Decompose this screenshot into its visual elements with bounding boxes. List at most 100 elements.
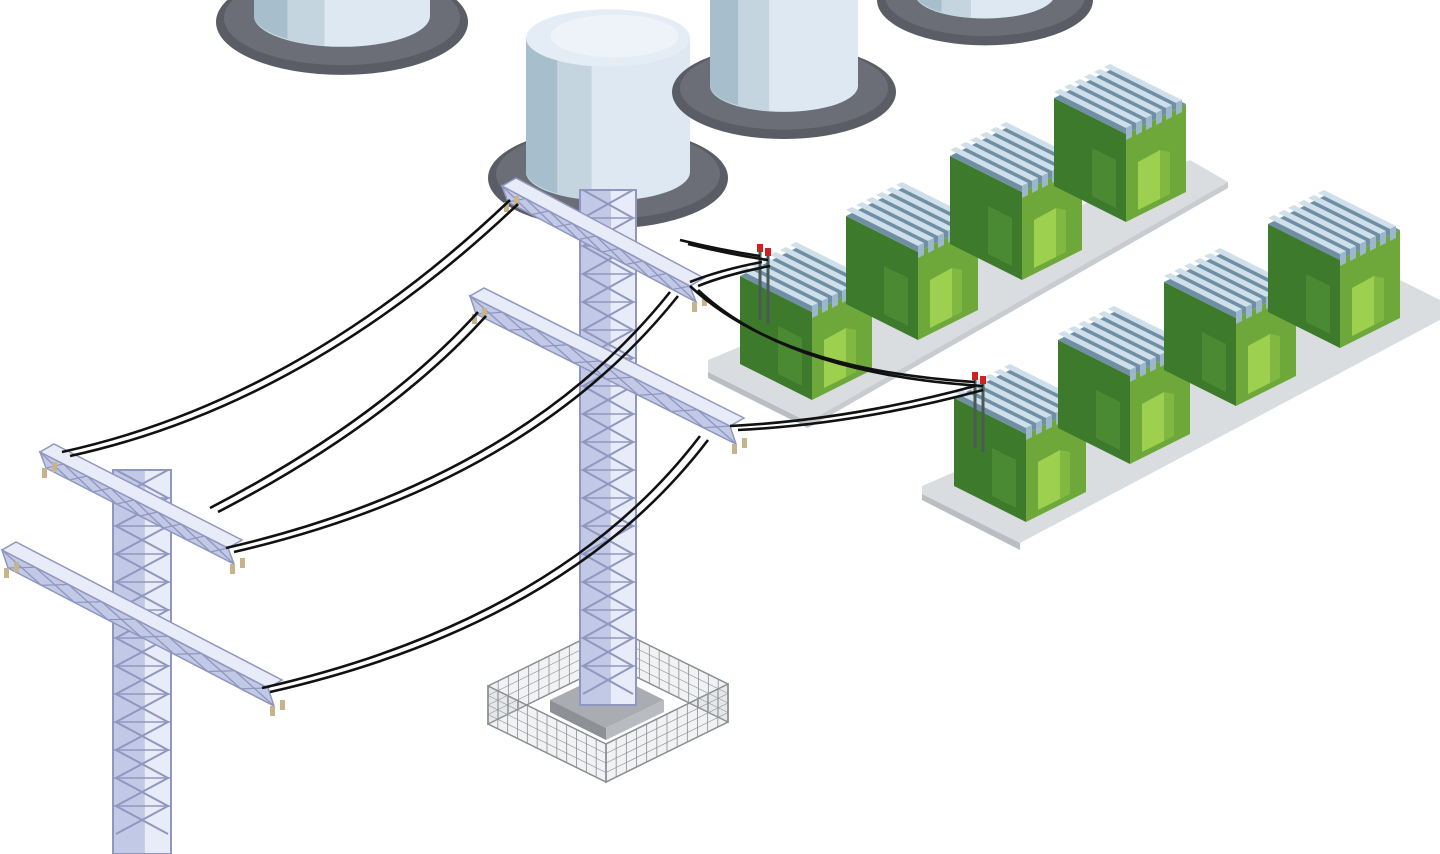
transformer-panel (824, 328, 846, 388)
transformer-icon (1054, 64, 1186, 222)
cooling-fin (1068, 326, 1146, 365)
tower-brace (582, 665, 634, 695)
power-line (737, 388, 984, 432)
tower-fence (487, 624, 729, 784)
cooling-fin-edge (1350, 246, 1356, 261)
cooling-fin-edge (928, 238, 934, 253)
cooling-fin (1058, 331, 1136, 370)
transformer-icon (1058, 306, 1190, 464)
pad-edge-upper-right (808, 182, 1228, 428)
cooling-fin-edge (1340, 251, 1346, 266)
arm-brace (531, 210, 550, 216)
tower-arm-top (468, 287, 746, 427)
transformers (740, 64, 1400, 522)
arm-brace (540, 344, 568, 348)
arm-brace (475, 311, 503, 315)
tank-body-dark (526, 38, 558, 194)
arm-brace (92, 487, 111, 493)
cooling-fin-edge (1246, 304, 1252, 319)
tower-brace (115, 805, 169, 835)
transformer-panel-side (952, 268, 962, 317)
tank-body-dark (254, 0, 288, 39)
cooling-fin (1318, 190, 1396, 229)
insulator-icon (42, 468, 47, 478)
cooling-fin (1268, 215, 1346, 254)
cooling-fin (950, 147, 1028, 186)
tower-brace (115, 525, 169, 555)
cooling-fin-edge (832, 293, 838, 308)
cooling-fin (1278, 210, 1356, 249)
cooling-fin (1104, 64, 1182, 103)
arm-brace (573, 360, 601, 364)
transformer-left-panel (988, 206, 1012, 266)
arm-brace (116, 499, 135, 505)
cooling-fin-edge (1236, 309, 1242, 324)
tower-arm-top (0, 541, 284, 689)
arm-brace (163, 523, 182, 529)
arm-brace (174, 652, 202, 655)
transformer-panel (1034, 208, 1056, 268)
power-line-icon (261, 435, 710, 694)
fence-mesh (487, 695, 607, 754)
tower-brace (582, 581, 634, 611)
cooling-fin-edge (822, 298, 828, 313)
cooling-fin-edge (1176, 100, 1182, 115)
insulator-icon (52, 462, 57, 472)
cooling-fin-edge (1022, 183, 1028, 198)
insulator-icon (514, 196, 519, 206)
arm-brace (140, 635, 169, 638)
cooling-fin (1194, 258, 1272, 297)
cooling-fin-edge (1146, 115, 1152, 130)
power-line (61, 199, 511, 454)
cooling-fin (1098, 311, 1176, 350)
cooling-fin-edge (1130, 367, 1136, 382)
cooling-fin (970, 137, 1048, 176)
arm-brace (186, 535, 205, 541)
cooling-fin (1084, 74, 1162, 113)
tower-brace (582, 553, 634, 583)
arm-brace (670, 409, 698, 413)
power-line-icon (209, 311, 487, 514)
tower-arm-top (38, 443, 244, 549)
transformer-icon (1164, 248, 1296, 406)
cooling-fin (1074, 79, 1152, 118)
transformer-icon (846, 182, 978, 340)
tower-brace (582, 469, 634, 499)
arm-brace (207, 670, 235, 673)
arm-brace (210, 547, 229, 553)
arm-brace (69, 475, 88, 481)
storage-tank-icon (672, 0, 896, 140)
pad-edge-lower (922, 494, 1020, 550)
tank-top-highlight (550, 14, 679, 58)
cooling-fin (886, 187, 964, 226)
tower-brace (582, 385, 634, 415)
arm-brace (672, 285, 691, 291)
tower-brace (582, 497, 634, 527)
transformer-panel-side (1056, 208, 1066, 257)
arm-brace (554, 222, 573, 228)
cooling-fin (1054, 89, 1132, 128)
transformer-left-panel (1306, 274, 1330, 334)
tower-brace (582, 413, 634, 443)
insulator-icon (482, 308, 487, 318)
insulator-icon (240, 558, 245, 568)
storage-tanks (216, 0, 1093, 229)
power-line (209, 311, 479, 510)
transformer-panel (1138, 150, 1160, 210)
cooling-fin-edge (1380, 231, 1386, 246)
cooling-fin (994, 369, 1072, 408)
insulator-icon (702, 296, 707, 306)
cooling-fin-edge (1032, 178, 1038, 193)
cooling-fin-edge (1026, 425, 1032, 440)
cooling-fin-edge (812, 303, 818, 318)
tower-brace (115, 777, 169, 807)
cooling-fin (770, 252, 848, 291)
cooling-fin (846, 207, 924, 246)
cooling-fin (1094, 69, 1172, 108)
cooling-fin (1088, 316, 1166, 355)
insulator-icon (280, 700, 285, 710)
insulator-icon (732, 444, 737, 454)
tower-brace (582, 273, 634, 303)
tank-body-dark (917, 0, 942, 13)
cooling-fin (1298, 200, 1376, 239)
